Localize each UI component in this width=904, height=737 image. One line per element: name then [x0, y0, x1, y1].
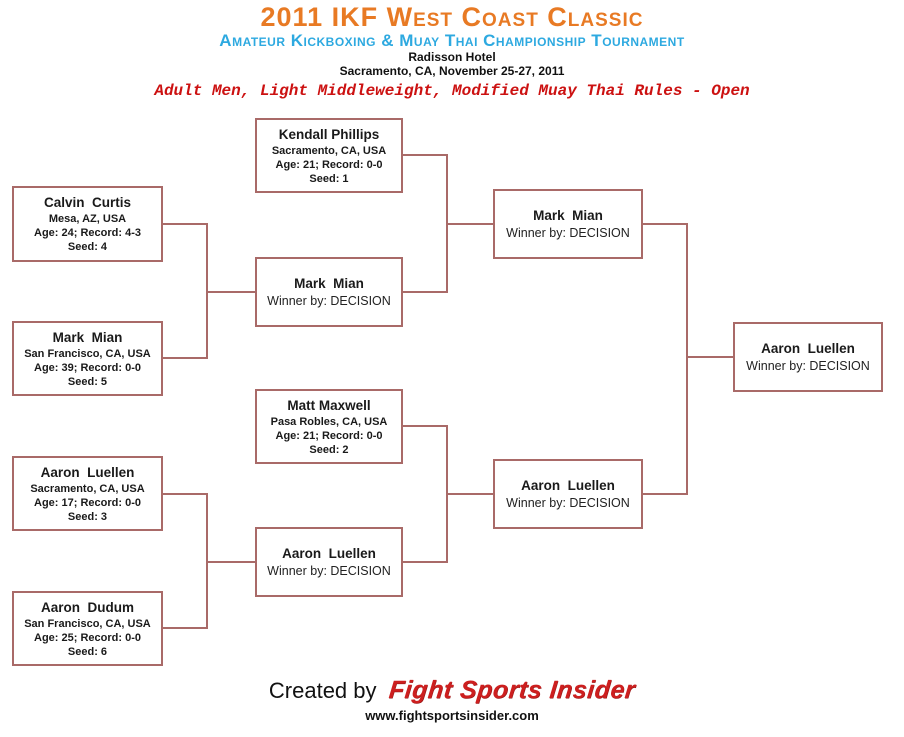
fighter-age-record: Age: 25; Record: 0-0 [34, 631, 141, 644]
connector-line [403, 425, 448, 427]
winner-method: Winner by: DECISION [746, 358, 870, 373]
tournament-subtitle: Amateur Kickboxing & Muay Thai Champions… [219, 31, 685, 50]
fighter-location: Sacramento, CA, USA [271, 144, 387, 157]
fighter-age-record: Age: 21; Record: 0-0 [275, 429, 383, 442]
connector-line [446, 154, 448, 293]
connector-line [163, 223, 208, 225]
winner-method: Winner by: DECISION [506, 495, 630, 510]
connector-line [643, 493, 688, 495]
fighter-name: Calvin Curtis [43, 195, 132, 210]
connector-line [403, 561, 448, 563]
winner-name: Mark Mian [294, 275, 364, 291]
winner-name: Mark Mian [533, 207, 603, 223]
fighter-location: San Francisco, CA, USA [24, 617, 151, 630]
winner-method: Winner by: DECISION [267, 563, 391, 578]
connector-line [163, 627, 208, 629]
fighter-name: Matt Maxwell [287, 397, 371, 413]
fighter-age-record: Age: 24; Record: 4-3 [34, 227, 141, 239]
website-url: www.fightsportsinsider.com [365, 708, 539, 723]
connector-line [643, 223, 688, 225]
bracket-box-aaron-luellen-seed3: Aaron Luellen Sacramento, CA, USA Age: 1… [12, 456, 163, 531]
fighter-name: Kendall Phillips [278, 126, 380, 142]
bracket-box-mark-mian-seed5: Mark Mian San Francisco, CA, USA Age: 39… [12, 321, 163, 396]
bracket-box-champion-aaron-luellen: Aaron Luellen Winner by: DECISION [733, 322, 883, 392]
fighter-seed: Seed: 1 [309, 172, 349, 185]
connector-line [448, 493, 493, 495]
bracket-box-qf-winner-mark-mian: Mark Mian Winner by: DECISION [255, 257, 403, 327]
bracket-box-kendall-phillips: Kendall Phillips Sacramento, CA, USA Age… [255, 118, 403, 193]
connector-line [163, 493, 208, 495]
connector-line [403, 154, 448, 156]
bracket-box-aaron-dudum: Aaron Dudum San Francisco, CA, USA Age: … [12, 591, 163, 666]
winner-name: Aaron Luellen [521, 477, 615, 493]
footer-credit: Created by Fight Sports Insider [0, 676, 904, 705]
fighter-location: Mesa, AZ, USA [48, 213, 127, 225]
fighter-age-record: Age: 17; Record: 0-0 [34, 496, 141, 509]
connector-line [163, 357, 208, 359]
fighter-seed: Seed: 6 [67, 645, 108, 658]
fighter-name: Mark Mian [52, 329, 123, 345]
winner-name: Aaron Luellen [761, 340, 855, 356]
page-title: 2011 IKF West Coast Classic [260, 2, 644, 32]
fighter-age-record: Age: 39; Record: 0-0 [34, 361, 141, 374]
created-by-text: Created by [268, 678, 377, 703]
fighter-seed: Seed: 4 [67, 241, 108, 253]
event-location-date: Sacramento, CA, November 25-27, 2011 [339, 64, 565, 78]
fighter-seed: Seed: 3 [67, 510, 108, 523]
fighter-location: Pasa Robles, CA, USA [270, 415, 388, 428]
venue-name: Radisson Hotel [408, 50, 496, 64]
bracket-box-sf-winner-mark-mian: Mark Mian Winner by: DECISION [493, 189, 643, 259]
bracket-box-qf-winner-aaron-luellen: Aaron Luellen Winner by: DECISION [255, 527, 403, 597]
bracket-box-sf-winner-aaron-luellen: Aaron Luellen Winner by: DECISION [493, 459, 643, 529]
connector-line [208, 291, 255, 293]
fighter-location: Sacramento, CA, USA [30, 482, 145, 495]
winner-name: Aaron Luellen [282, 545, 376, 561]
bracket-box-calvin-curtis: Calvin Curtis Mesa, AZ, USA Age: 24; Rec… [12, 186, 163, 262]
connector-line [446, 425, 448, 563]
fighter-location: San Francisco, CA, USA [24, 347, 151, 360]
fighter-seed: Seed: 2 [309, 443, 349, 456]
connector-line [208, 561, 255, 563]
winner-method: Winner by: DECISION [506, 225, 630, 240]
division-title: Adult Men, Light Middleweight, Modified … [154, 82, 750, 100]
connector-line [403, 291, 448, 293]
winner-method: Winner by: DECISION [267, 293, 391, 308]
bracket-box-matt-maxwell: Matt Maxwell Pasa Robles, CA, USA Age: 2… [255, 389, 403, 464]
fight-sports-insider-logo: Fight Sports Insider [387, 676, 637, 704]
connector-line [686, 223, 688, 495]
connector-line [206, 223, 208, 359]
fighter-age-record: Age: 21; Record: 0-0 [275, 158, 383, 171]
connector-line [206, 493, 208, 629]
fighter-seed: Seed: 5 [67, 375, 108, 388]
connector-line [688, 356, 733, 358]
fighter-name: Aaron Luellen [40, 464, 135, 480]
connector-line [448, 223, 493, 225]
fighter-name: Aaron Dudum [41, 599, 134, 615]
